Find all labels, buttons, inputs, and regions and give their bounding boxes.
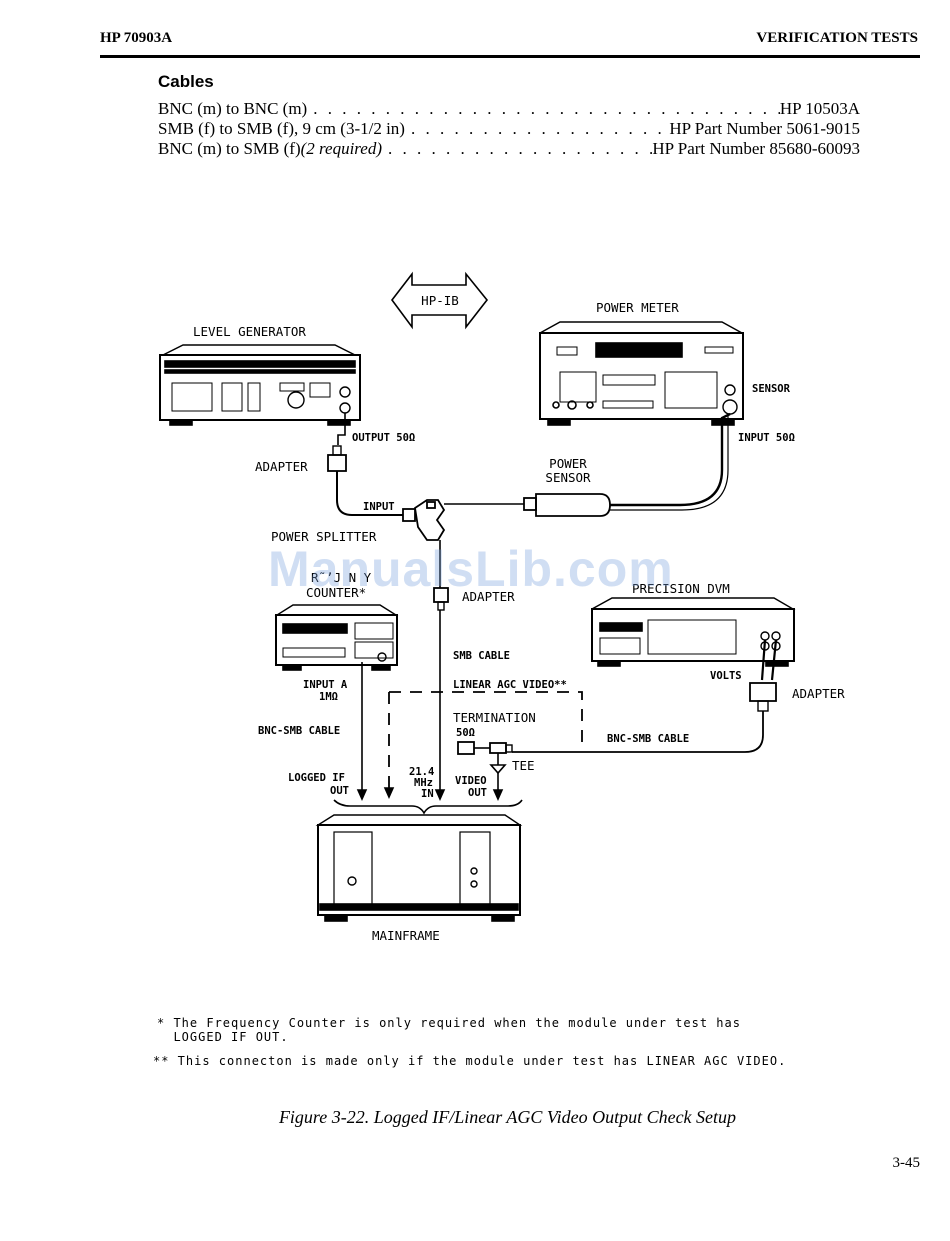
output-cable bbox=[337, 413, 346, 445]
frequency-counter-label: R˜ʼJ N Y bbox=[311, 570, 372, 585]
input-50-label: INPUT 50Ω bbox=[738, 432, 795, 444]
power-meter-label: POWER METER bbox=[596, 300, 679, 315]
header-model: HP 70903A bbox=[100, 30, 173, 46]
hpib-arrow bbox=[390, 271, 489, 330]
logged-if-label: LOGGED IF bbox=[288, 772, 345, 784]
adapter-mid-label: ADAPTER bbox=[462, 589, 515, 604]
sensor-label: SENSOR bbox=[752, 383, 791, 395]
logged-if-label: OUT bbox=[330, 785, 349, 797]
figure-caption: Figure 3-22. Logged IF/Linear AGC Video … bbox=[278, 1107, 737, 1127]
cable-part: HP 10503A bbox=[779, 99, 860, 118]
mainframe-label: MAINFRAME bbox=[372, 928, 440, 943]
adapter-right-label: ADAPTER bbox=[792, 686, 845, 701]
cables-title: Cables bbox=[158, 72, 214, 91]
smb-cable-label: SMB CABLE bbox=[453, 650, 510, 662]
precision-dvm-label: PRECISION DVM bbox=[632, 581, 730, 596]
power-sensor-label: POWER bbox=[549, 456, 587, 471]
hpib-label: HP-IB bbox=[421, 293, 459, 308]
volts-label: VOLTS bbox=[710, 670, 742, 682]
header-section: VERIFICATION TESTS bbox=[756, 30, 918, 46]
termination-shape bbox=[457, 741, 475, 755]
input-a-label: INPUT A bbox=[303, 679, 348, 691]
power-meter-instrument bbox=[539, 321, 744, 426]
header-rule bbox=[100, 55, 920, 58]
leader-dots: . . . . . . . . . . . . . . . . . . . . … bbox=[387, 139, 652, 158]
page-number: 3-45 bbox=[892, 1155, 921, 1171]
input-brace bbox=[333, 799, 523, 815]
termination-label: TERMINATION bbox=[453, 710, 536, 725]
leader-dots: . . . . . . . . . . . . . . . . . . . . … bbox=[410, 119, 669, 138]
video-out-label: OUT bbox=[468, 787, 487, 799]
termination-label: 50Ω bbox=[456, 727, 475, 739]
level-generator-label: LEVEL GENERATOR bbox=[193, 324, 306, 339]
input-label: INPUT bbox=[363, 501, 395, 513]
power-sensor-shape bbox=[523, 493, 611, 517]
mhz-label: MHz bbox=[414, 777, 433, 789]
cable-desc: BNC (m) to SMB (f) bbox=[158, 139, 301, 158]
cable-row: BNC (m) to BNC (m) . . . . . . . . . . .… bbox=[158, 99, 860, 119]
watermark-text: ManualsLib.com bbox=[268, 541, 674, 597]
cable-desc: BNC (m) to BNC (m) bbox=[158, 99, 308, 118]
level-generator-instrument bbox=[159, 344, 361, 426]
bnc-smb-cable-left-label: BNC-SMB CABLE bbox=[258, 725, 340, 737]
cable-desc: SMB (f) to SMB (f), 9 cm (3-1/2 in) bbox=[158, 119, 405, 138]
mhz-label: IN bbox=[421, 788, 434, 800]
adapter-left-shape bbox=[327, 454, 347, 472]
bnc-smb-cable-right-label: BNC-SMB CABLE bbox=[607, 733, 689, 745]
power-splitter-label: POWER SPLITTER bbox=[271, 529, 377, 544]
power-splitter-shape bbox=[402, 499, 446, 541]
bnc-cable-to-splitter bbox=[336, 471, 403, 516]
optional-connection-box bbox=[388, 691, 583, 792]
frequency-counter-label: COUNTER* bbox=[306, 585, 366, 600]
adapter-right-shape bbox=[749, 682, 777, 702]
input-a-label: 1MΩ bbox=[319, 691, 338, 703]
volts-leads bbox=[760, 639, 778, 681]
mainframe-instrument bbox=[315, 814, 523, 922]
output-50-label: OUTPUT 50Ω bbox=[352, 432, 415, 444]
cable-part: HP Part Number 85680-60093 bbox=[652, 139, 860, 158]
frequency-counter-instrument bbox=[274, 604, 399, 671]
sensor-cable bbox=[610, 412, 731, 507]
footnote-1: * The Frequency Counter is only required… bbox=[157, 1016, 741, 1044]
tee-label: TEE bbox=[512, 758, 535, 773]
precision-dvm-instrument bbox=[591, 597, 796, 667]
video-out-label: VIDEO bbox=[455, 775, 487, 787]
setup-diagram: HP-IB LEVEL GENERATOR POWE bbox=[159, 271, 845, 943]
cable-part: HP Part Number 5061-9015 bbox=[669, 119, 860, 138]
linear-agc-video-label: LINEAR AGC VIDEO** bbox=[453, 679, 567, 691]
mhz-label: 21.4 bbox=[409, 766, 434, 778]
leader-dots: . . . . . . . . . . . . . . . . . . . . … bbox=[313, 99, 780, 118]
footnote-2: ** This connecton is made only if the mo… bbox=[153, 1054, 787, 1068]
power-sensor-label: SENSOR bbox=[545, 470, 591, 485]
cable-note: (2 required) bbox=[300, 139, 382, 158]
adapter-left-label: ADAPTER bbox=[255, 459, 308, 474]
cable-row: SMB (f) to SMB (f), 9 cm (3-1/2 in) . . … bbox=[158, 119, 860, 139]
tee-shape bbox=[489, 742, 507, 754]
dvm-bnc-smb-cable bbox=[512, 711, 764, 753]
cable-row: BNC (m) to SMB (f) (2 required) . . . . … bbox=[158, 139, 860, 159]
